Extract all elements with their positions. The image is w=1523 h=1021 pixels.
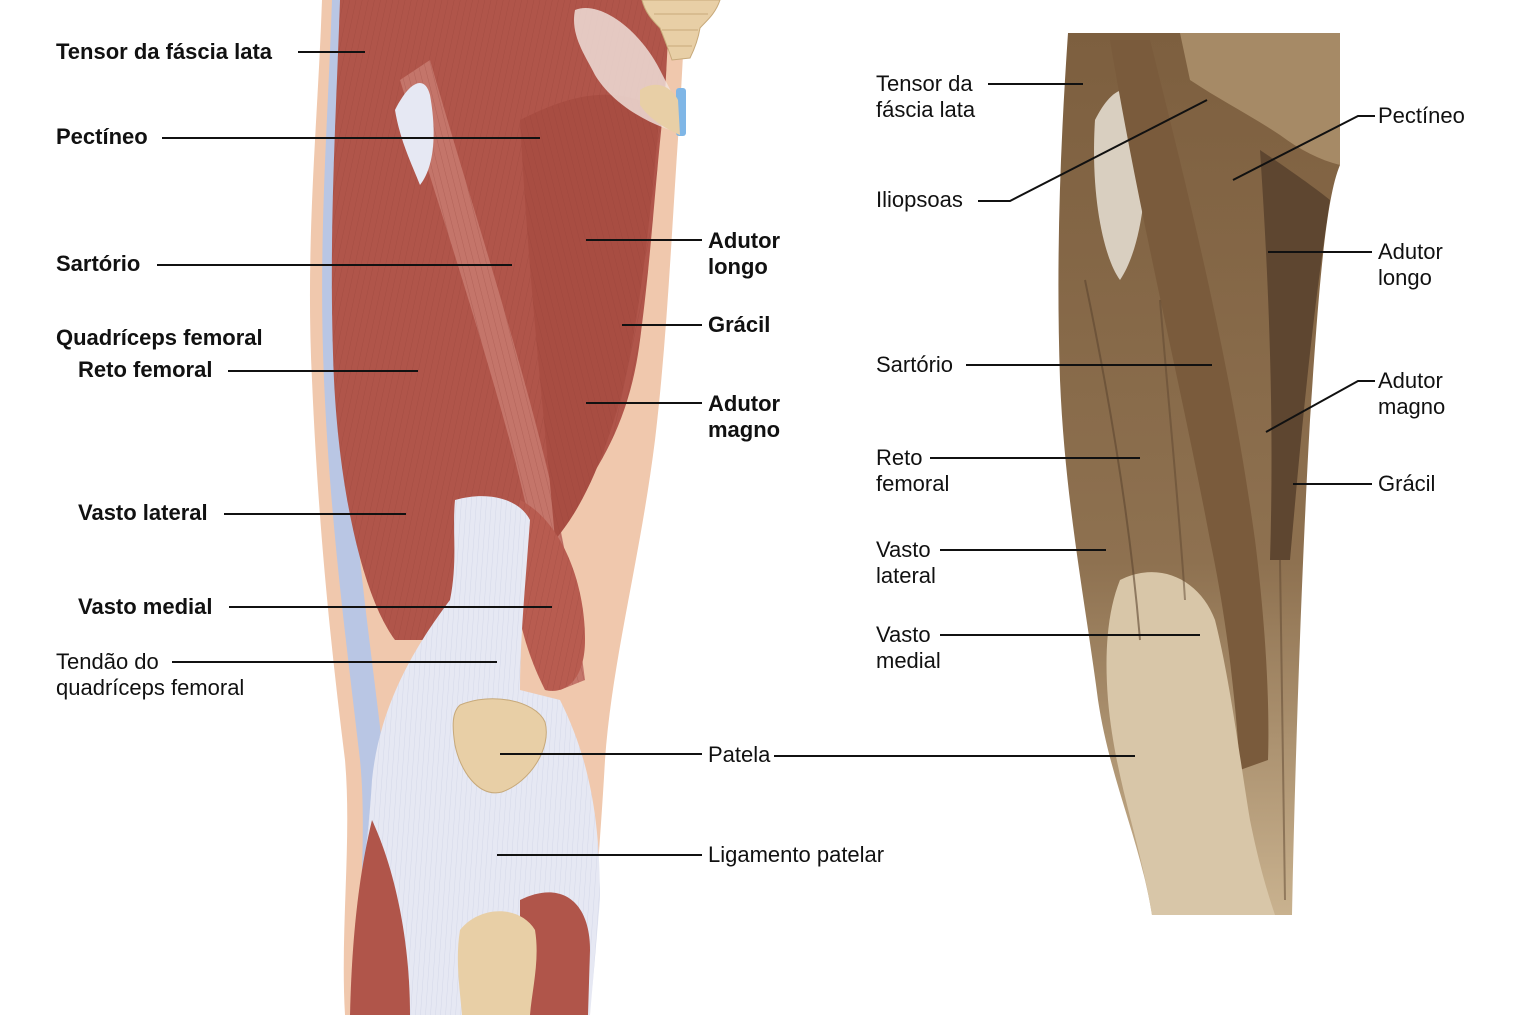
pubic-bone-top bbox=[640, 84, 680, 135]
photo-label-iliopsoas: Iliopsoas bbox=[876, 187, 963, 212]
lower-leg-muscle-left bbox=[350, 820, 410, 1015]
photo-knee-region bbox=[1106, 572, 1275, 915]
leader-lines bbox=[157, 51, 1375, 856]
photo-label-sartorio: Sartório bbox=[876, 352, 954, 377]
label-vasto-medial: Vasto medial bbox=[78, 594, 213, 619]
photo-sartorius bbox=[1110, 40, 1269, 770]
leader-photo-iliopsoas bbox=[978, 99, 1208, 202]
photo-label-vasto-lateral: Vasto lateral bbox=[876, 537, 936, 588]
photo-label-tensor-fascia-lata: Tensor da fáscia lata bbox=[876, 71, 976, 122]
lower-leg-muscle-right bbox=[520, 892, 590, 1015]
label-pectineo: Pectíneo bbox=[56, 124, 148, 149]
label-patela: Patela bbox=[708, 742, 771, 767]
photo-label-gracil: Grácil bbox=[1378, 471, 1436, 496]
label-vasto-lateral: Vasto lateral bbox=[78, 500, 208, 525]
illustration bbox=[309, 0, 721, 1015]
leader-photo-adutor-magno bbox=[1265, 380, 1375, 433]
patella bbox=[452, 698, 547, 794]
label-reto-femoral: Reto femoral bbox=[78, 357, 213, 382]
photo-label-adutor-magno: Adutor magno bbox=[1378, 368, 1446, 419]
label-quadriceps-femoral: Quadríceps femoral bbox=[56, 325, 263, 350]
label-tensor-fascia-lata: Tensor da fáscia lata bbox=[56, 39, 273, 64]
tibia-bone bbox=[457, 911, 537, 1015]
label-adutor-magno: Adutor magno bbox=[708, 391, 781, 442]
photo-label-adutor-longo: Adutor longo bbox=[1378, 239, 1443, 290]
label-gracil: Grácil bbox=[708, 312, 771, 337]
upper-tendon-streak bbox=[395, 83, 434, 185]
photo-label-vasto-medial: Vasto medial bbox=[876, 622, 941, 673]
photo-label-reto-femoral: Reto femoral bbox=[876, 445, 950, 496]
dissection-photo bbox=[1058, 33, 1340, 915]
leader-photo-pectineo bbox=[1232, 115, 1375, 181]
label-sartorio: Sartório bbox=[56, 251, 141, 276]
label-ligamento-patelar: Ligamento patelar bbox=[708, 842, 885, 867]
photo-label-pectineo: Pectíneo bbox=[1378, 103, 1465, 128]
label-adutor-longo: Adutor longo bbox=[708, 228, 781, 279]
label-tendao-quadriceps: Tendão do quadríceps femoral bbox=[56, 649, 245, 700]
photo-pelvis-region bbox=[1180, 33, 1340, 165]
